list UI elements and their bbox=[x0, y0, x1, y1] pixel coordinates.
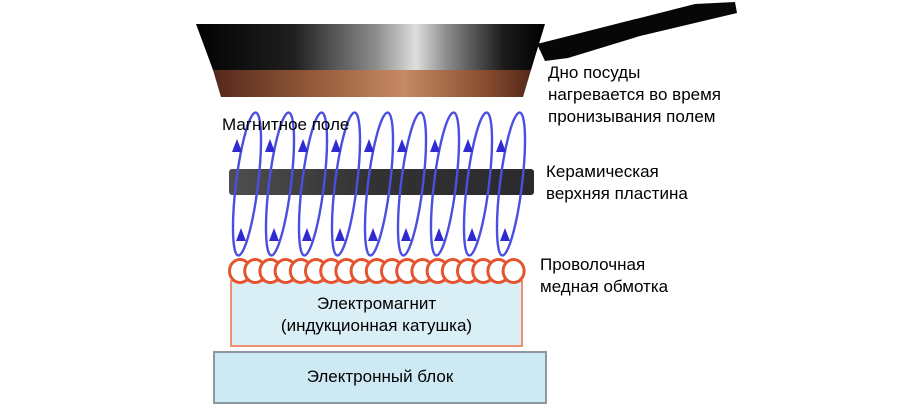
label-magnetic-field: Магнитное поле bbox=[222, 115, 350, 134]
label-electronic-block: Электронный блок bbox=[306, 367, 454, 386]
field-loop bbox=[330, 111, 362, 257]
field-arrow-up bbox=[463, 139, 473, 152]
field-arrow-up bbox=[331, 139, 341, 152]
field-arrow-up bbox=[368, 228, 378, 241]
field-arrow-up bbox=[430, 139, 440, 152]
field-arrow-up bbox=[434, 228, 444, 241]
field-arrow-up bbox=[364, 139, 374, 152]
field-loop bbox=[363, 111, 395, 257]
field-loop bbox=[495, 111, 527, 257]
field-arrow-up bbox=[265, 139, 275, 152]
field-loop bbox=[462, 111, 494, 257]
field-arrow-up bbox=[335, 228, 345, 241]
field-arrow-up bbox=[500, 228, 510, 241]
electromagnet-box bbox=[230, 280, 523, 347]
pan-copper-bottom bbox=[213, 70, 531, 97]
field-arrow-up bbox=[467, 228, 477, 241]
electronic-block-box bbox=[213, 351, 547, 404]
field-loop bbox=[231, 111, 263, 257]
label-pan-bottom: Дно посуды нагревается во время пронизыв… bbox=[548, 63, 722, 126]
field-loop bbox=[396, 111, 428, 257]
field-arrow-up bbox=[401, 228, 411, 241]
field-loop bbox=[429, 111, 461, 257]
copper-coil bbox=[228, 258, 526, 284]
field-arrow-up bbox=[269, 228, 279, 241]
field-arrow-up bbox=[496, 139, 506, 152]
field-arrow-up bbox=[236, 228, 246, 241]
label-electromagnet: Электромагнит (индукционная катушка) bbox=[280, 294, 473, 335]
coil-turn bbox=[501, 258, 526, 284]
label-ceramic-plate: Керамическая верхняя пластина bbox=[546, 162, 688, 203]
field-loop bbox=[297, 111, 329, 257]
label-copper-winding: Проволочная медная обмотка bbox=[540, 255, 669, 296]
pan-handle bbox=[537, 2, 737, 61]
field-arrow-up bbox=[298, 139, 308, 152]
field-arrow-up bbox=[232, 139, 242, 152]
magnetic-field-lines bbox=[231, 111, 527, 257]
field-loop bbox=[264, 111, 296, 257]
pan-body bbox=[196, 24, 545, 70]
field-arrow-up bbox=[302, 228, 312, 241]
frying-pan bbox=[196, 2, 737, 97]
field-arrow-up bbox=[397, 139, 407, 152]
